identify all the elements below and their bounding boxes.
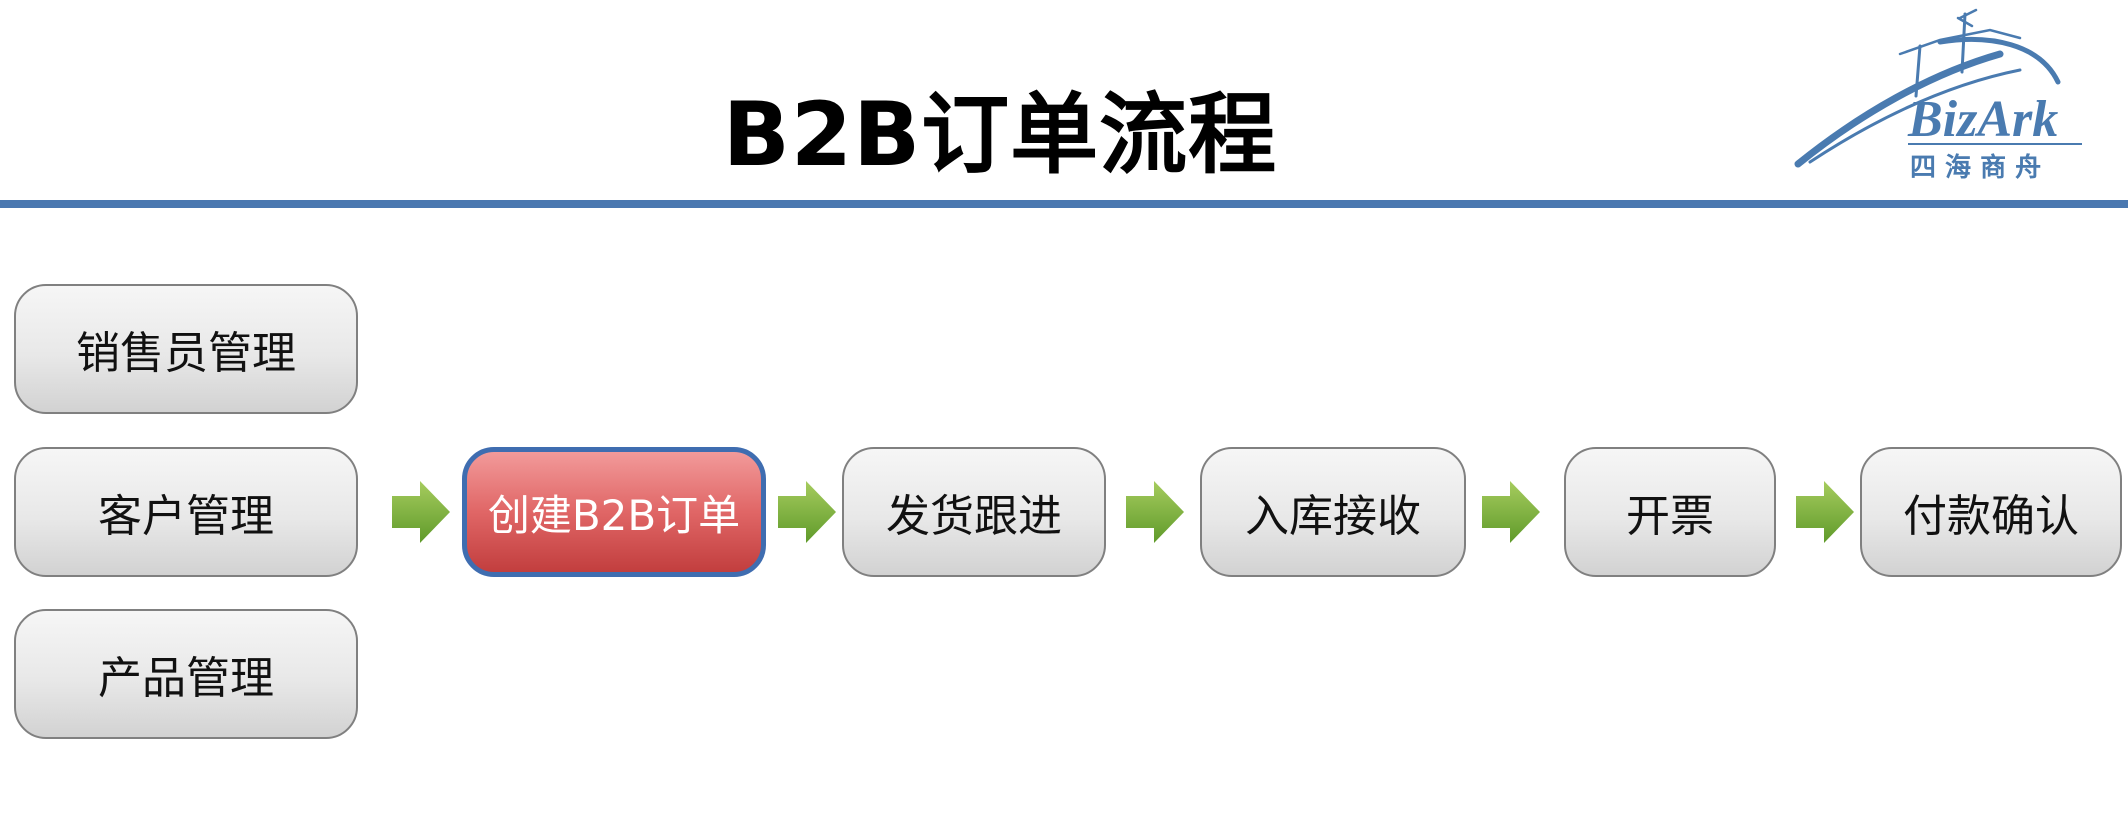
flow-step-invoice: 开票 bbox=[1564, 447, 1776, 577]
customer-manager-label: 客户管理 bbox=[98, 491, 274, 542]
flow-step-label: 开票 bbox=[1626, 491, 1714, 542]
flow-arrow-1 bbox=[392, 481, 450, 543]
product-manager-label: 产品管理 bbox=[98, 653, 274, 704]
flow-step-label: 入库接收 bbox=[1245, 491, 1421, 542]
sales-manager-box: 销售员管理 bbox=[14, 284, 358, 414]
flow-arrow-4 bbox=[1482, 481, 1540, 543]
flow-step-label: 创建B2B订单 bbox=[487, 490, 741, 540]
flow-step-payment-confirm: 付款确认 bbox=[1860, 447, 2122, 577]
title-divider bbox=[0, 200, 2128, 208]
logo-subtitle: 四 海 商 舟 bbox=[1910, 152, 2041, 183]
flow-step-label: 发货跟进 bbox=[886, 491, 1062, 542]
sales-manager-label: 销售员管理 bbox=[76, 328, 296, 379]
flow-step-create-order: 创建B2B订单 bbox=[462, 447, 766, 577]
flow-step-shipment-followup: 发货跟进 bbox=[842, 447, 1106, 577]
flow-arrow-2 bbox=[778, 481, 836, 543]
flow-arrow-3 bbox=[1126, 481, 1184, 543]
customer-manager-box: 客户管理 bbox=[14, 447, 358, 577]
page-title: B2B订单流程 bbox=[722, 83, 1278, 186]
flow-step-label: 付款确认 bbox=[1903, 491, 2079, 542]
logo-wordmark: BizArk bbox=[1907, 91, 2058, 148]
flow-step-warehouse-receipt: 入库接收 bbox=[1200, 447, 1466, 577]
flow-arrow-5 bbox=[1796, 481, 1854, 543]
bizark-logo: BizArk 四 海 商 舟 bbox=[1794, 8, 2082, 183]
product-manager-box: 产品管理 bbox=[14, 609, 358, 739]
